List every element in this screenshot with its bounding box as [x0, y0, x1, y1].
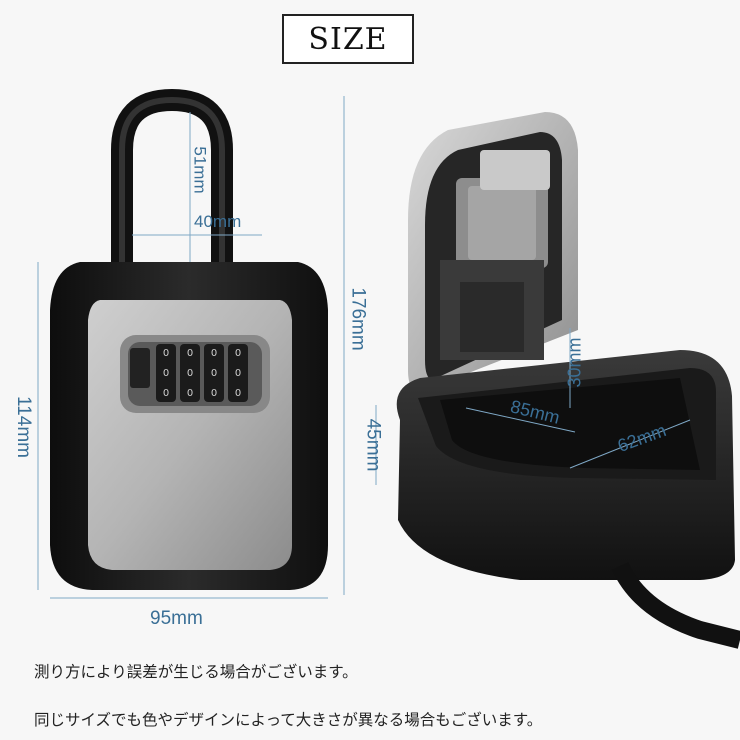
- svg-text:0: 0: [211, 388, 217, 399]
- dimension-lines-right: [375, 328, 691, 485]
- total-height-label: 176mm: [347, 287, 369, 351]
- svg-text:0: 0: [187, 348, 193, 359]
- lockbox-front: 0 0 0 0 0 0 0 0 0 0 0 0: [50, 262, 328, 590]
- svg-text:0: 0: [163, 368, 169, 379]
- page-title: SIZE: [282, 14, 414, 64]
- body-width-label: 95mm: [150, 608, 203, 629]
- svg-text:0: 0: [187, 368, 193, 379]
- svg-text:0: 0: [163, 348, 169, 359]
- note-size-variation: 同じサイズでも色やデザインによって大きさが異なる場合もございます。: [34, 711, 543, 729]
- lockbox-open: [396, 112, 740, 649]
- combination-dials: 0 0 0 0 0 0 0 0 0 0 0 0: [156, 344, 248, 402]
- svg-text:0: 0: [211, 368, 217, 379]
- slider-button: [130, 348, 150, 388]
- shackle-height-label: 51mm: [190, 146, 210, 194]
- svg-text:0: 0: [235, 388, 241, 399]
- shackle: [111, 88, 233, 300]
- svg-text:0: 0: [211, 348, 217, 359]
- shackle-width-label: 40mm: [194, 212, 242, 231]
- svg-text:0: 0: [163, 388, 169, 399]
- note-measurement-error: 測り方により誤差が生じる場合がございます。: [34, 663, 358, 681]
- svg-text:0: 0: [187, 388, 193, 399]
- dimension-lines-left: [37, 96, 345, 599]
- body-height-label: 114mm: [12, 396, 34, 458]
- svg-text:0: 0: [235, 368, 241, 379]
- svg-text:0: 0: [235, 348, 241, 359]
- inner-height-label: 30mm: [564, 337, 585, 388]
- inner-depth-label: 45mm: [362, 418, 384, 472]
